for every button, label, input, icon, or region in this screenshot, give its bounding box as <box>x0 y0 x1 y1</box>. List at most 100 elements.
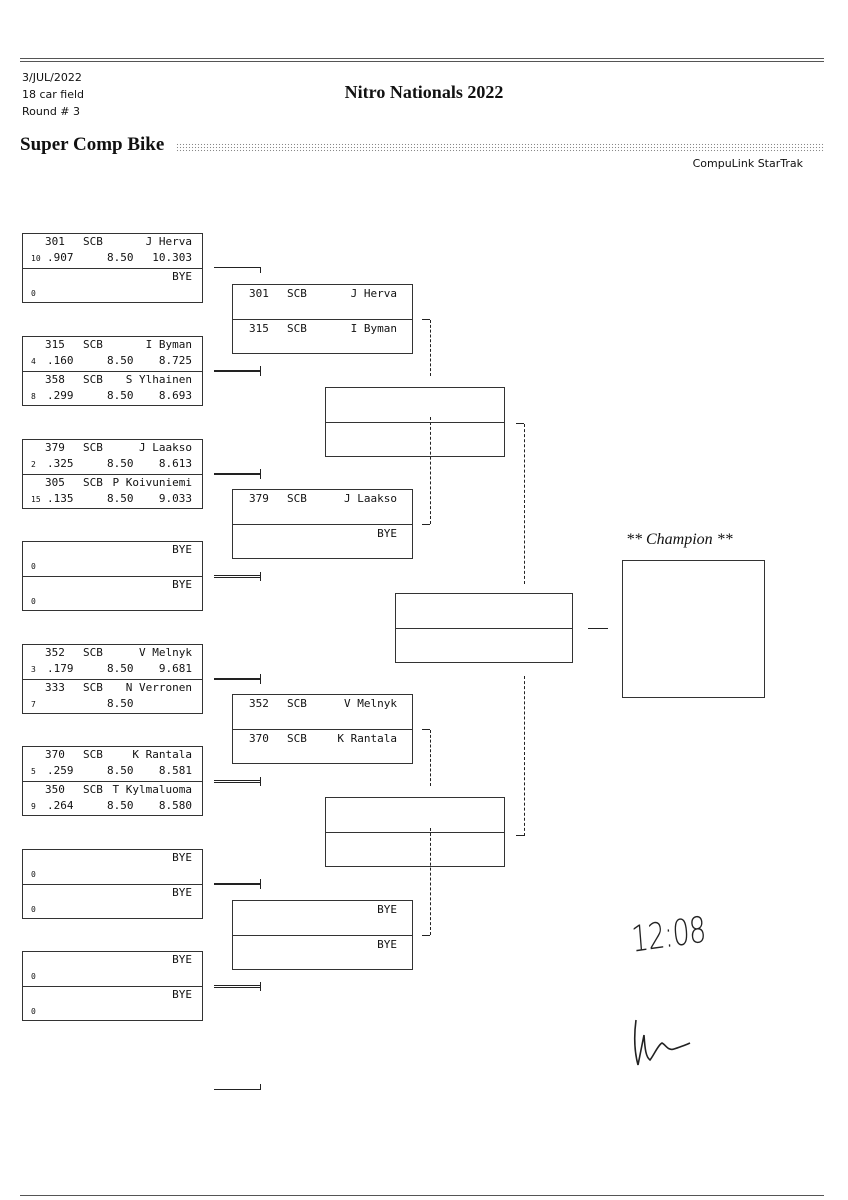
reaction-time: .264 <box>47 799 74 812</box>
match-box-semi <box>325 387 505 457</box>
connector <box>422 935 430 937</box>
racer-name: J Laakso <box>344 492 397 505</box>
racer-number: 352 <box>249 697 269 710</box>
racer-class: SCB <box>287 322 307 335</box>
racer-name: N Verronen <box>125 681 192 694</box>
racer-name: V Melnyk <box>344 697 397 710</box>
reaction-time: .135 <box>47 492 74 505</box>
racer-class: SCB <box>83 748 103 761</box>
elapsed-time: 8.613 <box>158 457 192 470</box>
reaction-time: .179 <box>47 662 74 675</box>
racer-slot <box>326 422 504 457</box>
connector <box>516 835 524 837</box>
elapsed-time: 8.581 <box>158 764 192 777</box>
connector <box>422 729 430 731</box>
connector <box>214 370 261 376</box>
reaction-time: .160 <box>47 354 74 367</box>
racer-number: 350 <box>45 783 65 796</box>
connector <box>214 780 261 786</box>
handwritten-time: 12:08 <box>630 909 707 961</box>
racer-name: BYE <box>172 886 192 899</box>
racer-class: SCB <box>83 476 103 489</box>
dial-in: 8.50 <box>107 354 134 367</box>
racer-name: T Kylmaluoma <box>112 783 192 796</box>
connector <box>214 883 261 889</box>
elapsed-time: 10.303 <box>152 251 192 264</box>
racer-number: 315 <box>45 338 65 351</box>
racer-name: J Herva <box>350 287 397 300</box>
racer-slot: BYE <box>233 901 412 935</box>
racer-number: 333 <box>45 681 65 694</box>
seed-number: 7 <box>31 700 36 709</box>
racer-slot <box>396 594 572 628</box>
seed-number: 0 <box>31 905 36 914</box>
elapsed-time: 8.580 <box>158 799 192 812</box>
racer-number: 358 <box>45 373 65 386</box>
connector <box>214 575 261 581</box>
elapsed-time: 8.693 <box>158 389 192 402</box>
connector <box>524 424 525 584</box>
racer-slot <box>326 798 504 832</box>
racer-class: SCB <box>83 338 103 351</box>
racer-number: 301 <box>249 287 269 300</box>
champion-label: ** Champion ** <box>626 531 733 548</box>
seed-number: 9 <box>31 802 36 811</box>
seed-number: 5 <box>31 767 36 776</box>
racer-slot <box>396 628 572 663</box>
reaction-time: .259 <box>47 764 74 777</box>
connector <box>214 267 261 273</box>
dial-in: 8.50 <box>107 799 134 812</box>
connector <box>214 879 261 885</box>
racer-number: 379 <box>45 441 65 454</box>
elapsed-time: 9.033 <box>158 492 192 505</box>
signature-icon <box>633 1019 691 1066</box>
connector <box>422 319 430 321</box>
elapsed-time: 8.725 <box>158 354 192 367</box>
racer-name: V Melnyk <box>139 646 192 659</box>
connector <box>430 828 431 935</box>
seed-number: 10 <box>31 254 41 263</box>
dotted-rule <box>176 143 824 152</box>
elapsed-time: 9.681 <box>158 662 192 675</box>
racer-name: BYE <box>377 903 397 916</box>
connector <box>214 985 261 991</box>
connector <box>516 423 524 425</box>
class-title: Super Comp Bike <box>20 134 165 155</box>
connector <box>214 469 261 475</box>
connector <box>214 674 261 680</box>
dial-in: 8.50 <box>107 492 134 505</box>
top-rule-2 <box>20 61 824 62</box>
racer-name: BYE <box>377 527 397 540</box>
racer-class: SCB <box>287 287 307 300</box>
racer-name: J Herva <box>145 235 192 248</box>
racer-slot: BYE 0 <box>23 884 202 919</box>
racer-class: SCB <box>83 441 103 454</box>
racer-slot: BYE <box>233 524 412 559</box>
field-size: 18 car field <box>22 88 85 101</box>
connector <box>214 366 261 372</box>
event-title: Nitro Nationals 2022 <box>344 82 504 102</box>
racer-name: BYE <box>172 953 192 966</box>
seed-number: 8 <box>31 392 36 401</box>
seed-number: 0 <box>31 870 36 879</box>
seed-number: 0 <box>31 1007 36 1016</box>
